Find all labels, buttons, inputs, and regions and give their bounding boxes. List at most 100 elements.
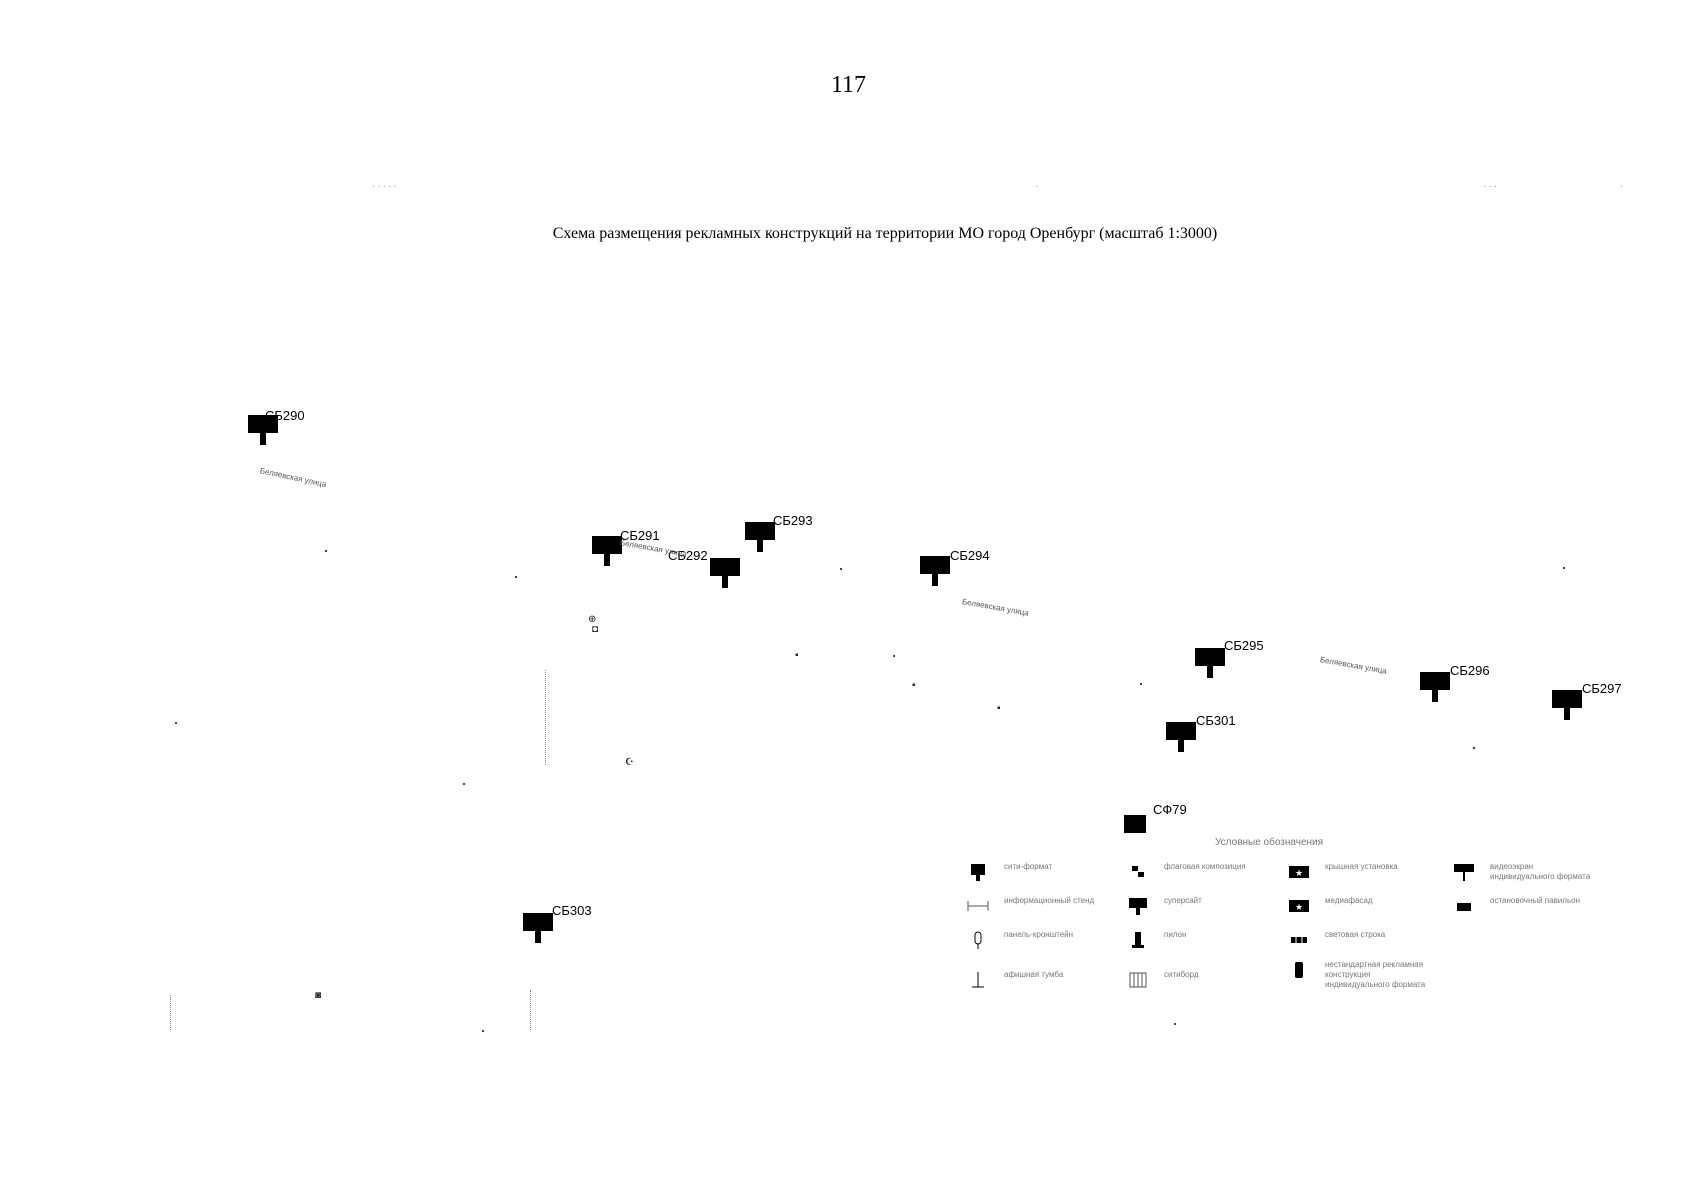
legend-label: информационный стенд <box>1004 896 1095 905</box>
billboard-icon <box>523 913 553 931</box>
legend-item: флаговая композиция <box>1126 862 1246 882</box>
legend-item: остановочный павильон <box>1452 896 1580 916</box>
legend-item: видеоэкран индивидуального формата <box>1452 862 1590 882</box>
map-speck <box>325 550 327 552</box>
map-speck <box>463 783 465 785</box>
billboard-pole <box>535 930 541 943</box>
billboard-icon <box>592 536 622 554</box>
nonstandard-icon <box>1287 960 1311 980</box>
legend-item: нестандартная рекламная конструкция инди… <box>1287 960 1425 990</box>
billboard-icon <box>1124 815 1146 833</box>
legend-title: Условные обозначения <box>1215 837 1324 848</box>
map-speck <box>1140 683 1142 685</box>
map-speck <box>175 722 177 724</box>
marker-label: СБ293 <box>773 513 813 528</box>
map-marker-СБ295[interactable] <box>1195 648 1225 678</box>
signpost-icon <box>966 970 990 990</box>
legend-item: ситиборд <box>1126 970 1199 990</box>
map-title: Схема размещения рекламных конструкций н… <box>552 225 1218 242</box>
billboard-icon <box>1166 722 1196 740</box>
legend-label: флаговая композиция <box>1164 862 1246 871</box>
billboard-pole <box>260 432 266 445</box>
media-facade-icon: ★ <box>1287 896 1311 916</box>
billboard-pole <box>1207 665 1213 678</box>
map-marker-СБ301[interactable] <box>1166 722 1196 752</box>
map-poi-icon: ▪ <box>912 680 916 691</box>
legend-item: световая строка <box>1287 930 1385 950</box>
legend-label: сити-формат <box>1004 862 1053 871</box>
map-speck <box>1174 1023 1176 1025</box>
faint-dots-far-right: · <box>1620 182 1626 193</box>
legend-label: пилон <box>1164 930 1187 939</box>
legend-label: видеоэкран индивидуального формата <box>1490 862 1591 881</box>
marker-label: СБ295 <box>1224 638 1264 653</box>
map-speck <box>482 1030 484 1032</box>
faint-dots-center: · <box>1035 182 1041 193</box>
map-poi-icon: ◘ <box>592 624 599 635</box>
map-marker-СБ293[interactable] <box>745 522 775 552</box>
grid-icon <box>1126 970 1150 990</box>
svg-text:★: ★ <box>1295 869 1303 879</box>
street-label: Беляевская улица <box>1319 655 1388 676</box>
map-speck <box>840 568 842 570</box>
billboard-icon <box>1195 648 1225 666</box>
legend-label: медиафасад <box>1325 896 1373 905</box>
legend-item: пилон <box>1126 930 1186 950</box>
billboard-icon <box>920 556 950 574</box>
billboard-icon <box>1420 672 1450 690</box>
map-poi-icon: ▪ <box>997 703 1001 714</box>
billboard-icon <box>745 522 775 540</box>
map-poi-icon: ◙ <box>315 990 322 1001</box>
billboard-icon <box>966 862 990 882</box>
map-marker-СБ290[interactable] <box>248 415 278 445</box>
legend-label: остановочный павильон <box>1490 896 1581 905</box>
map-marker-СБ296[interactable] <box>1420 672 1450 702</box>
vertical-road <box>170 995 173 1030</box>
faint-dots-right: ··· <box>1483 182 1499 193</box>
roof-icon: ★ <box>1287 862 1311 882</box>
billboard-pole <box>757 539 763 552</box>
billboard-icon <box>248 415 278 433</box>
billboard-pole <box>1432 689 1438 702</box>
legend-label: ситиборд <box>1164 970 1199 979</box>
legend-label: нестандартная рекламная конструкция инди… <box>1325 960 1426 989</box>
map-speck <box>1563 567 1565 569</box>
map-marker-СБ292[interactable] <box>710 558 740 588</box>
marker-label: СФ79 <box>1153 802 1187 817</box>
street-label: Беляевская улица <box>259 466 328 489</box>
map-marker-СБ303[interactable] <box>523 913 553 943</box>
svg-text:★: ★ <box>1295 903 1303 913</box>
legend-item: суперсайт <box>1126 896 1202 916</box>
marker-label: СБ301 <box>1196 713 1236 728</box>
billboard-pole <box>1564 707 1570 720</box>
map-poi-icon: ☪ <box>625 757 634 768</box>
billboard-pole <box>932 573 938 586</box>
map-speck <box>515 576 517 578</box>
legend-item: афишная тумба <box>966 970 1063 990</box>
map-marker-СФ79[interactable] <box>1124 815 1154 845</box>
legend-label: афишная тумба <box>1004 970 1064 979</box>
marker-label: СБ292 <box>668 548 708 563</box>
billboard-pole <box>604 553 610 566</box>
map-speck <box>893 655 895 657</box>
billboard-pole <box>722 575 728 588</box>
billboard-icon <box>710 558 740 576</box>
map-marker-СБ294[interactable] <box>920 556 950 586</box>
vertical-road <box>545 670 548 765</box>
marker-label: СБ303 <box>552 903 592 918</box>
marker-label: СБ290 <box>265 408 305 423</box>
legend-item: ★крышная установка <box>1287 862 1398 882</box>
map-poi-icon: ▪ <box>795 650 799 661</box>
map-speck <box>1473 747 1475 749</box>
supersite-icon <box>1126 896 1150 916</box>
marker-label: СБ294 <box>950 548 990 563</box>
marker-label: СБ291 <box>620 528 660 543</box>
map-marker-СБ291[interactable] <box>592 536 622 566</box>
marker-label: СБ296 <box>1450 663 1490 678</box>
street-label: Беляевская улица <box>961 597 1030 618</box>
legend-item: информационный стенд <box>966 896 1094 916</box>
map-marker-СБ297[interactable] <box>1552 690 1582 720</box>
shelter-icon <box>1452 896 1476 916</box>
legend-label: световая строка <box>1325 930 1386 939</box>
legend-label: суперсайт <box>1164 896 1202 905</box>
